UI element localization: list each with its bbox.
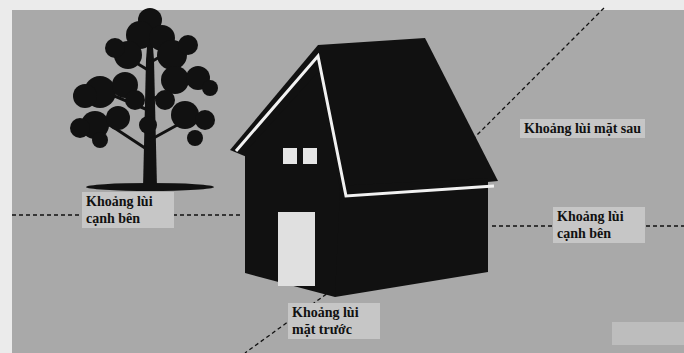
setback-label: Khoảng lùi cạnh bên xyxy=(82,192,174,228)
window xyxy=(303,148,317,164)
foliage xyxy=(106,106,130,130)
window xyxy=(283,148,297,164)
foliage xyxy=(155,90,175,110)
door xyxy=(278,212,315,286)
foliage xyxy=(171,101,199,129)
tree-branches xyxy=(80,42,208,150)
foliage xyxy=(187,130,203,146)
ground xyxy=(12,10,684,353)
foliage xyxy=(105,38,125,58)
foliage xyxy=(73,84,97,108)
setback-label: Khoảng lùi cạnh bên xyxy=(553,207,645,243)
setback-lines xyxy=(12,8,684,353)
foliage xyxy=(178,35,198,55)
foliage xyxy=(202,80,218,96)
setback-label: Khoảng lùi mặt sau xyxy=(520,119,645,138)
foliage xyxy=(70,118,90,138)
setback-label: Khoảng lùi mặt trước xyxy=(288,303,380,339)
foliage xyxy=(125,90,145,110)
foliage xyxy=(161,66,189,94)
blank-patch xyxy=(612,322,684,345)
foliage xyxy=(92,132,108,148)
foliage xyxy=(139,116,157,134)
house xyxy=(230,38,498,297)
roof-edge xyxy=(236,56,494,196)
foliage xyxy=(195,110,215,130)
tree xyxy=(70,8,218,191)
front-wall xyxy=(245,70,340,297)
